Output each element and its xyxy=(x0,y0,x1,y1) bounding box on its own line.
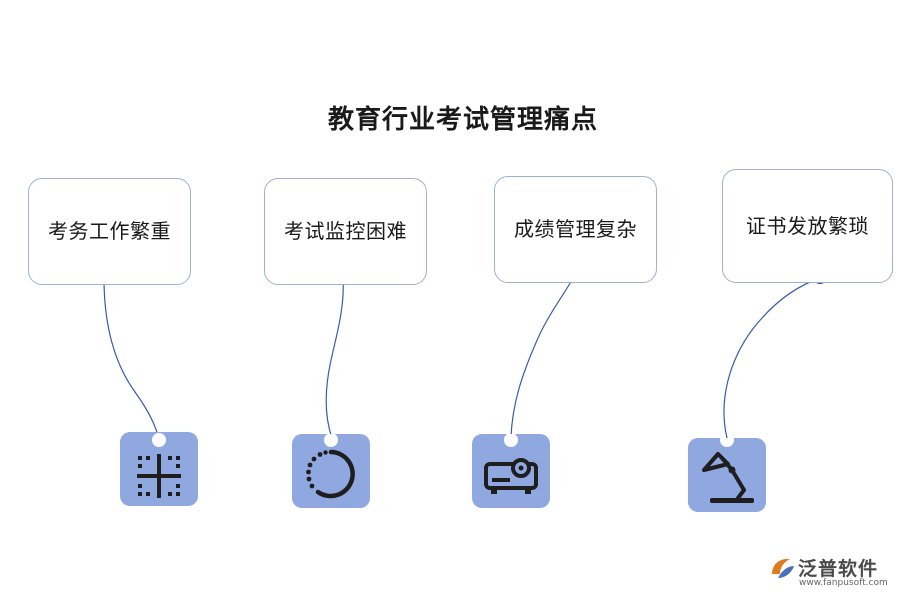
connector-3 xyxy=(510,276,575,439)
pain-point-label-1: 考务工作繁重 xyxy=(48,219,171,243)
dotted-circle-icon xyxy=(306,434,355,499)
diagram-title: 教育行业考试管理痛点 xyxy=(327,105,598,135)
projector-icon xyxy=(484,434,538,494)
brand-mark-icon xyxy=(772,558,794,578)
brand-url: www.fanpusoft.com xyxy=(799,578,888,588)
brand-logo: 泛普软件 www.fanpusoft.com xyxy=(768,552,896,592)
icon-tile-3 xyxy=(472,434,550,508)
icon-tile-1 xyxy=(120,432,198,506)
brand-name: 泛普软件 xyxy=(798,558,879,580)
connector-2 xyxy=(325,277,344,439)
pain-point-card-2: 考试监控困难 xyxy=(264,178,427,285)
icon-tile-2 xyxy=(292,434,370,508)
icon-tile-4 xyxy=(688,438,766,512)
pain-point-label-2: 考试监控困难 xyxy=(284,219,407,243)
pain-point-label-3: 成绩管理复杂 xyxy=(514,217,637,241)
connector-1 xyxy=(103,277,160,441)
desk-lamp-icon xyxy=(702,438,754,503)
pain-point-card-4: 证书发放繁琐 xyxy=(722,169,893,283)
pain-point-label-4: 证书发放繁琐 xyxy=(746,213,869,238)
pain-point-card-1: 考务工作繁重 xyxy=(28,178,191,285)
connector-4 xyxy=(723,277,821,439)
grid-crosshair-icon xyxy=(137,433,181,498)
pain-point-card-3: 成绩管理复杂 xyxy=(494,176,657,283)
